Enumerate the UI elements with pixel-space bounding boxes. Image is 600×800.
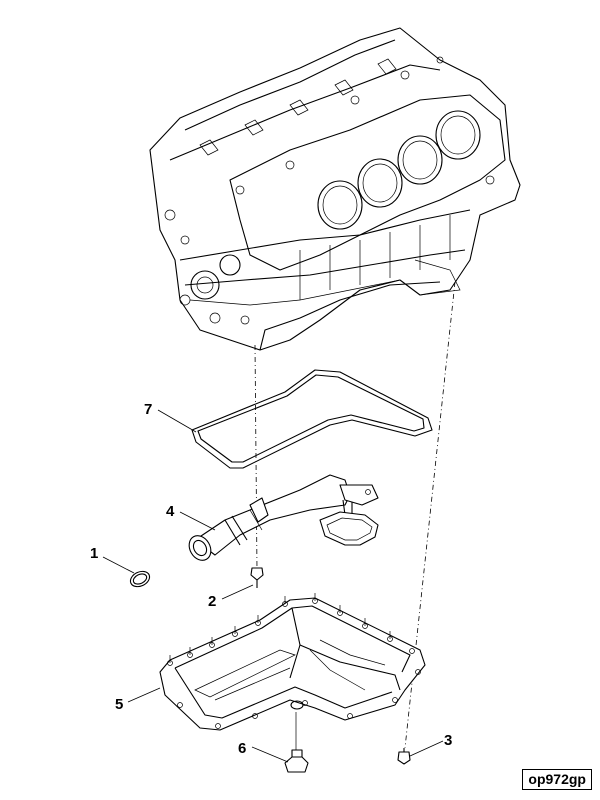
leader-line-6 xyxy=(251,746,289,763)
callout-6: 6 xyxy=(238,740,246,757)
oil-pan-gasket xyxy=(191,369,433,469)
callout-7: 7 xyxy=(144,401,152,418)
callout-5: 5 xyxy=(115,696,123,713)
leader-line-5 xyxy=(127,687,161,703)
callout-3: 3 xyxy=(444,732,452,749)
leader-line-1 xyxy=(102,556,135,574)
oil-pickup-tube xyxy=(188,474,379,561)
leader-line-4 xyxy=(179,511,216,531)
leader-line-7 xyxy=(157,409,197,433)
engine-block xyxy=(149,27,521,351)
leader-line-2 xyxy=(221,584,254,600)
drain-plug xyxy=(284,712,309,773)
oil-pan-bolt xyxy=(397,748,411,765)
alignment-line-left xyxy=(254,344,258,571)
callout-2: 2 xyxy=(208,593,216,610)
o-ring xyxy=(129,570,151,588)
callout-1: 1 xyxy=(90,545,98,562)
callout-4: 4 xyxy=(166,503,175,520)
figure-code-label: op972gp xyxy=(522,769,592,790)
pickup-tube-bolt xyxy=(250,567,264,588)
oil-pan xyxy=(159,593,426,731)
leader-line-3 xyxy=(409,740,444,757)
